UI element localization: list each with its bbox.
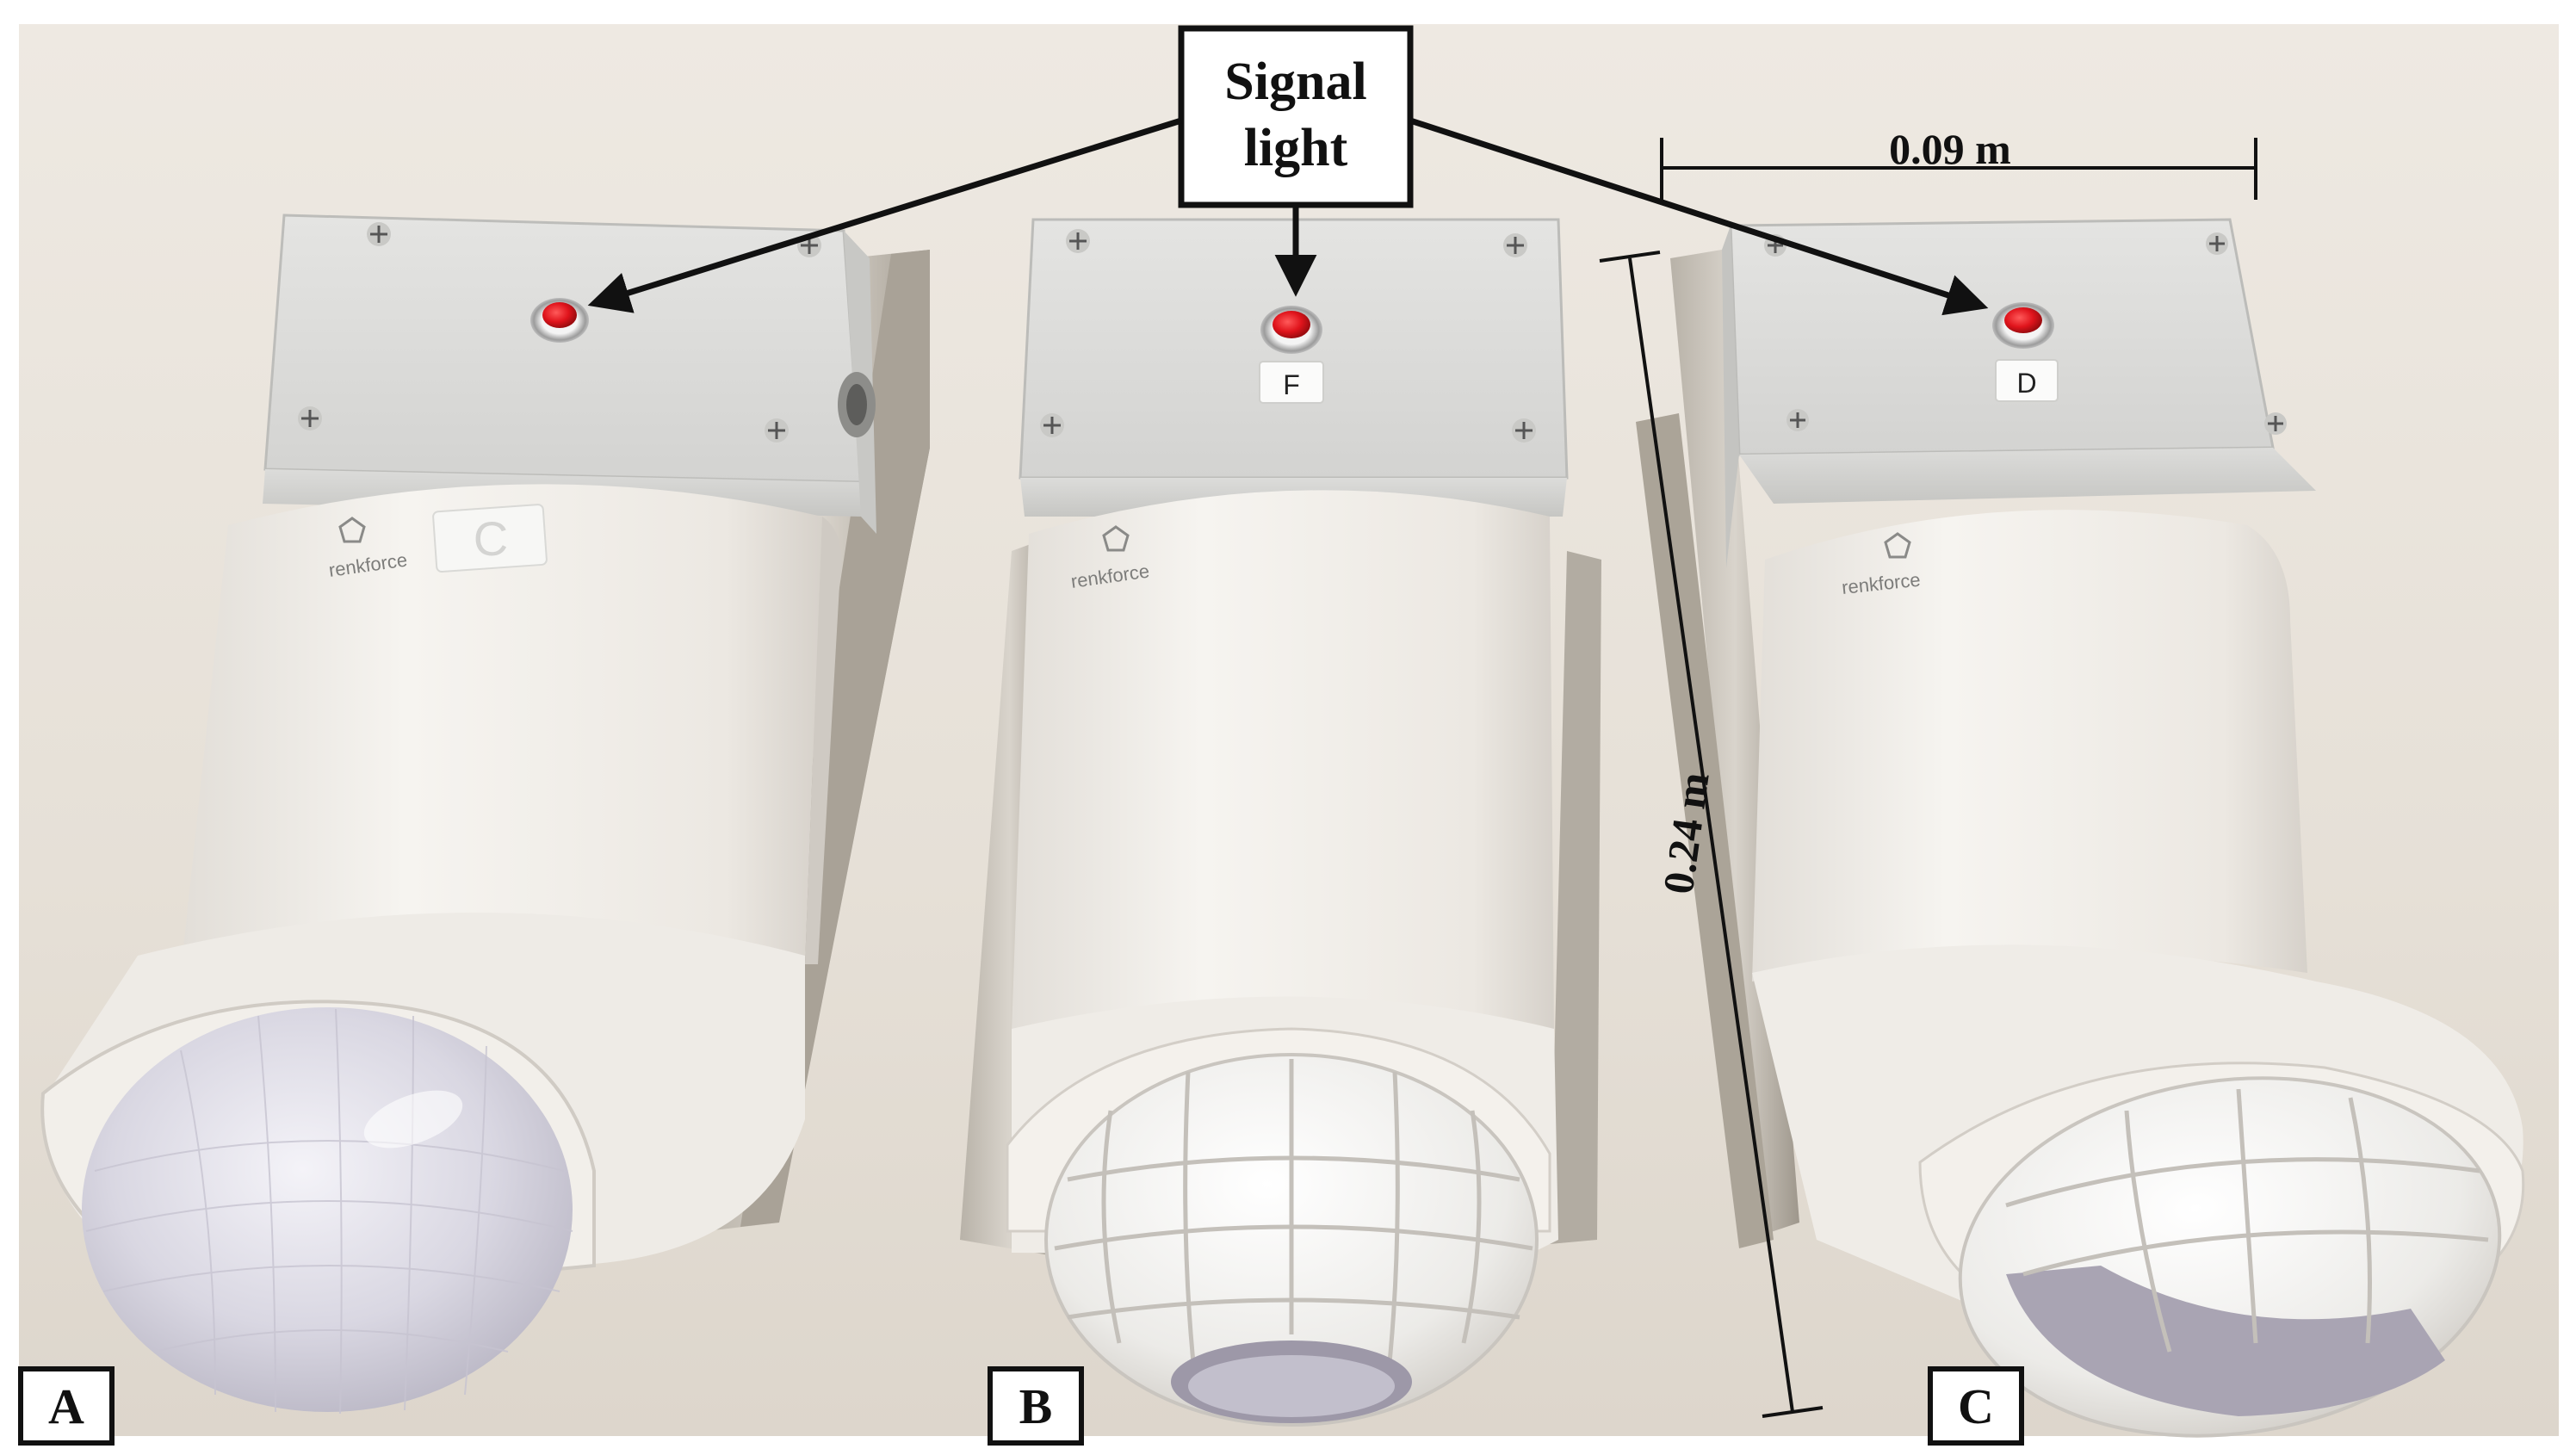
svg-text:C: C: [1958, 1378, 1994, 1434]
svg-text:A: A: [48, 1378, 84, 1434]
sensor-device-b: F renkforce: [960, 218, 1601, 1427]
width-dimension: [1660, 138, 2257, 200]
renkforce-logo-icon: [338, 517, 366, 543]
height-dimension: [1599, 251, 1824, 1418]
junction-box: [263, 214, 863, 484]
sensor-device-a: C renkforce: [40, 214, 930, 1415]
sensor-device-c: D renkforce: [1636, 218, 2525, 1438]
callout-line-2: light: [1244, 119, 1348, 177]
device-sticker-label: D: [2016, 368, 2036, 399]
callout-arrow-c: [1409, 117, 1989, 316]
sensor-housing: [1752, 510, 2307, 981]
svg-text:B: B: [1019, 1378, 1053, 1434]
signal-light-callout-box: [1178, 25, 1414, 208]
signal-light-icon: [1260, 306, 1322, 354]
callout-arrow-a: [587, 117, 1183, 313]
device-sticker-label: F: [1283, 369, 1300, 400]
panel-label-a: A: [18, 1366, 115, 1446]
annotation-layer: Signal light 0.09 m 0.24 m A B: [18, 25, 2257, 1446]
callout-line-1: Signal: [1224, 53, 1366, 111]
signal-light-icon: [1992, 302, 2054, 349]
sensor-housing: [181, 484, 822, 973]
sensor-housing: [1012, 490, 1554, 1033]
renkforce-logo-icon: [1102, 525, 1130, 552]
device-sticker-label: C: [474, 511, 508, 566]
panel-label-b: B: [988, 1366, 1084, 1446]
signal-light-icon: [530, 298, 589, 343]
panel-label-c: C: [1928, 1366, 2024, 1446]
screw-icon: [298, 222, 821, 443]
width-dimension-label: 0.09 m: [1889, 125, 2011, 173]
screw-icon: [1040, 229, 1536, 443]
renkforce-logo-icon: [1884, 532, 1911, 559]
